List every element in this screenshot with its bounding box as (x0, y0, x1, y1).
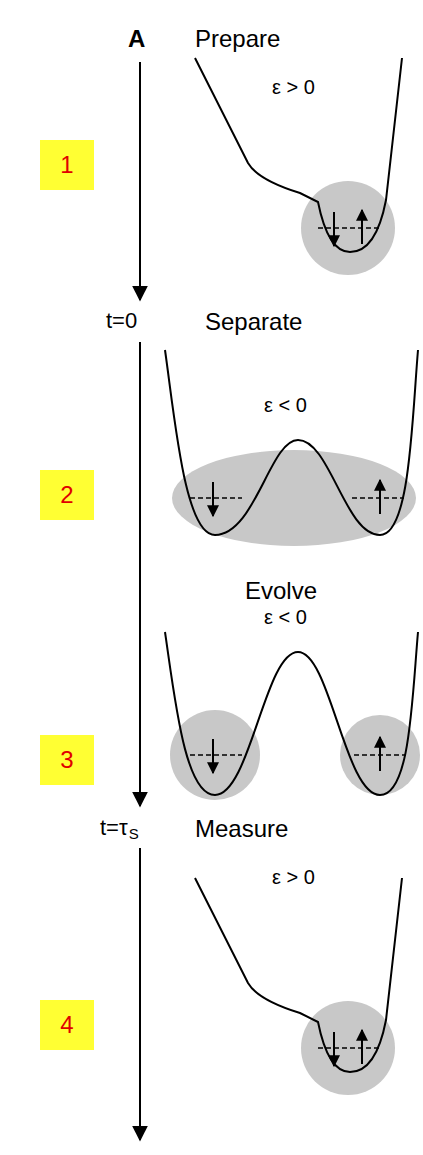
step-title: Prepare (195, 26, 280, 52)
step-title: Measure (195, 816, 288, 842)
callout-number: 4 (60, 1011, 73, 1039)
callout-number-box: 2 (40, 470, 94, 520)
time-label: t=τ (100, 816, 128, 840)
detuning-label: ε < 0 (264, 394, 307, 416)
callout-number-box: 4 (40, 1000, 94, 1050)
tilted-well (195, 878, 402, 1095)
callout-number-box: 3 (40, 735, 94, 785)
detuning-label: ε < 0 (264, 606, 307, 628)
detuning-label: ε > 0 (272, 76, 315, 98)
callout-number-box: 1 (40, 140, 94, 190)
time-label: t=0 (106, 309, 137, 333)
tilted-well (195, 58, 402, 275)
callout-number: 2 (60, 481, 73, 509)
double-well-low (165, 632, 420, 800)
step-title: Evolve (245, 578, 317, 604)
panel-letter: A (128, 26, 145, 52)
callout-number: 1 (60, 151, 73, 179)
callout-number: 3 (60, 746, 73, 774)
time-arrow (139, 62, 141, 1140)
detuning-label: ε > 0 (272, 866, 315, 888)
double-well-high (165, 350, 418, 546)
step-title: Separate (205, 309, 302, 335)
time-subscript: S (129, 826, 139, 843)
